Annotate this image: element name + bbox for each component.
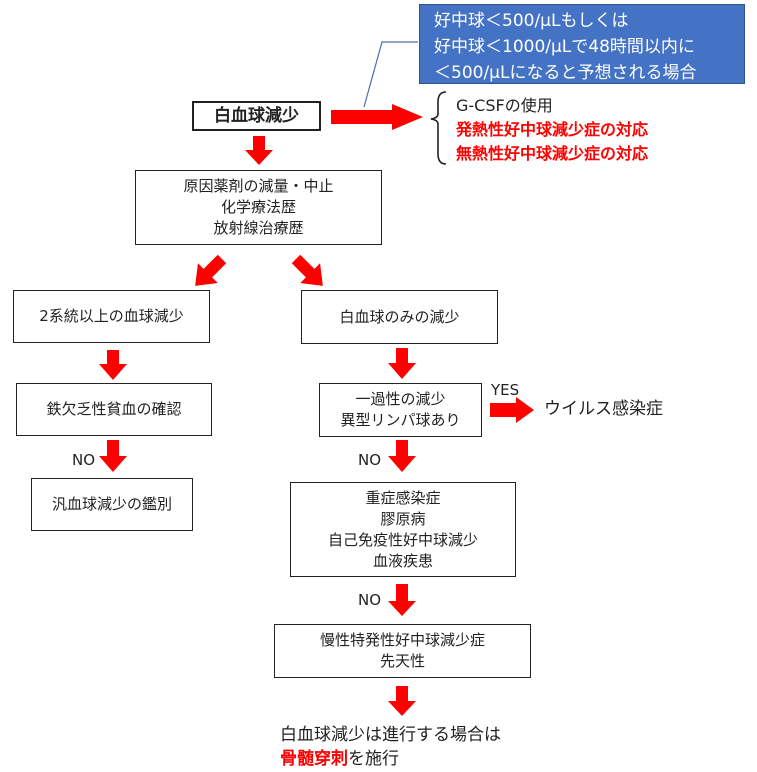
arrow-right-2 (388, 440, 416, 472)
multilineage-cytopenia-label: 2系統以上の血球減少 (39, 307, 184, 325)
chronic-idiopathic-box: 慢性特発性好中球減少症 先天性 (274, 624, 531, 678)
arrow-left-2 (99, 440, 127, 472)
arrow-cause-to-left (195, 254, 227, 286)
cause-line-3: 放射線治療歴 (213, 219, 304, 237)
iron-deficiency-check-box: 鉄欠乏性貧血の確認 (16, 383, 212, 436)
secondary-cause-2: 膠原病 (380, 509, 426, 528)
febrile-neutropenia-label: 発熱性好中球減少症の対応 (456, 120, 649, 139)
arrow-right-1 (388, 348, 416, 379)
start-node-label: 白血球減少 (214, 105, 299, 126)
right-no-label-2: NO (358, 591, 382, 609)
chronic-idiopathic-line-2: 先天性 (379, 652, 425, 670)
footer-line-1: 白血球減少は進行する場合は (280, 725, 501, 745)
chronic-idiopathic-line-1: 慢性特発性好中球減少症 (319, 631, 485, 649)
transient-decrease-line-2: 異型リンパ球あり (340, 411, 461, 429)
note-line-2: 好中球＜1000/μLで48時間以内に (434, 37, 695, 57)
transient-decrease-line-1: 一過性の減少 (355, 390, 446, 408)
secondary-cause-3: 自己免疫性好中球減少 (327, 530, 478, 549)
arrow-right-3 (388, 584, 416, 616)
footer-line-2: 骨髄穿刺を施行 (280, 747, 399, 771)
gcsf-brace (430, 91, 447, 165)
note-line-1: 好中球＜500/μLもしくは (434, 11, 629, 31)
note-line-3: ＜500/μLになると予想される場合 (434, 63, 697, 83)
gcsf-use-label: G-CSFの使用 (456, 96, 553, 115)
arrow-start-to-cause (245, 136, 273, 165)
yes-label: YES (491, 381, 520, 399)
arrow-right-4 (388, 686, 416, 716)
neutropenia-criteria-note: 好中球＜500/μLもしくは 好中球＜1000/μLで48時間以内に ＜500/… (419, 4, 745, 84)
secondary-cause-1: 重症感染症 (365, 488, 441, 507)
leukocyte-only-box: 白血球のみの減少 (301, 290, 498, 344)
multilineage-cytopenia-box: 2系統以上の血球減少 (13, 290, 210, 343)
arrow-yes (490, 397, 534, 423)
iron-deficiency-check-label: 鉄欠乏性貧血の確認 (46, 400, 182, 418)
cause-line-2: 化学療法歴 (220, 198, 296, 216)
bone-marrow-aspiration-highlight: 骨髄穿刺 (280, 749, 348, 769)
right-no-label-1: NO (358, 451, 382, 469)
afebrile-neutropenia-label: 無熱性好中球減少症の対応 (456, 144, 649, 163)
transient-decrease-box: 一過性の減少 異型リンパ球あり (319, 383, 482, 437)
left-no-label: NO (72, 451, 96, 469)
secondary-cause-4: 血液疾患 (372, 551, 433, 570)
pancytopenia-differential-box: 汎血球減少の鑑別 (31, 478, 193, 531)
note-callout-line (363, 41, 418, 108)
start-node-leukopenia: 白血球減少 (192, 101, 321, 131)
secondary-causes-box: 重症感染症 膠原病 自己免疫性好中球減少 血液疾患 (290, 482, 516, 577)
viral-infection-label: ウイルス感染症 (544, 399, 663, 419)
leukocyte-only-label: 白血球のみの減少 (339, 307, 460, 326)
cause-line-1: 原因薬剤の減量・中止 (183, 177, 334, 195)
arrow-start-to-gcsf (331, 104, 423, 130)
arrow-cause-to-right (291, 254, 323, 286)
arrow-left-1 (99, 350, 127, 380)
footer-suffix: を施行 (348, 749, 399, 769)
cause-review-box: 原因薬剤の減量・中止 化学療法歴 放射線治療歴 (135, 170, 382, 245)
pancytopenia-differential-label: 汎血球減少の鑑別 (51, 495, 172, 513)
